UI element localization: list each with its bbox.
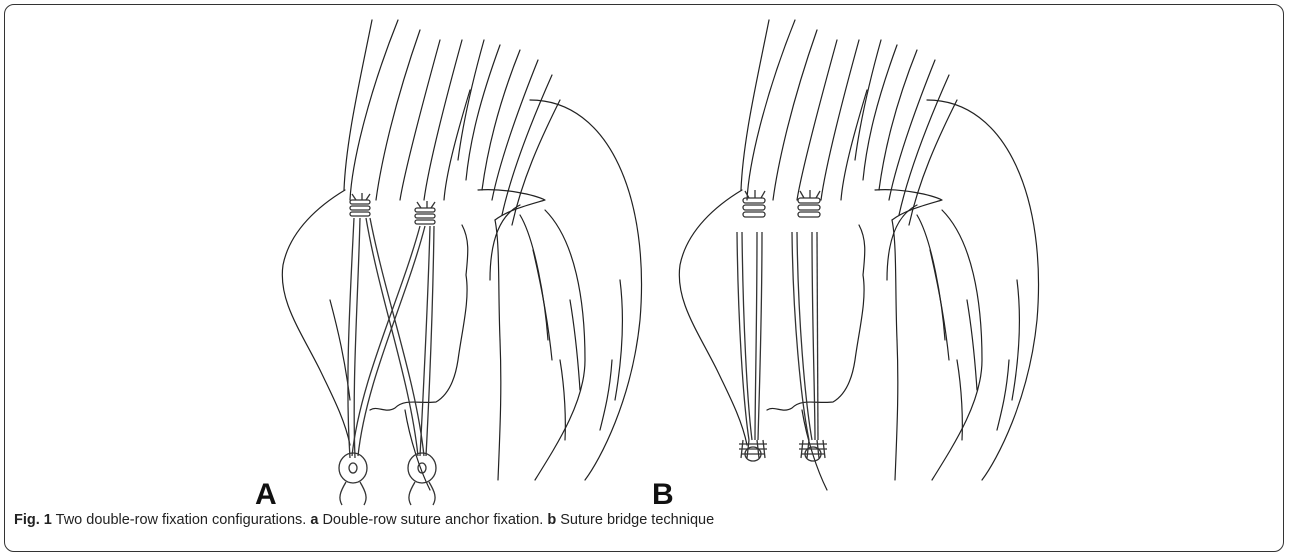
panel-a-drawing: [282, 20, 641, 505]
panel-label-b: B: [652, 480, 674, 510]
lateral-anchor-a2: [408, 453, 436, 505]
bone-inner-a: [535, 210, 585, 480]
tendon-edge-a: [370, 225, 468, 410]
lateral-anchor-b1: [739, 440, 767, 461]
panel-b-drawing: [679, 20, 1038, 490]
humeral-head-a: [530, 100, 642, 480]
tuberosity-top-a: [478, 190, 545, 220]
medial-knot-b1: [743, 190, 765, 217]
caption-b-text: Suture bridge technique: [556, 512, 714, 528]
caption-a-text: Double-row suture anchor fixation.: [318, 512, 547, 528]
caption-text: Two double-row fixation configurations.: [52, 512, 310, 528]
figure-illustration: [0, 0, 1290, 510]
lateral-anchor-b2: [799, 440, 827, 461]
lateral-anchor-a1: [339, 453, 367, 505]
caption-fig-label: Fig. 1: [14, 512, 52, 528]
figure-caption: Fig. 1 Two double-row fixation configura…: [14, 512, 1274, 528]
caption-b-label: b: [547, 512, 556, 528]
tuberosity-left-a: [282, 190, 350, 445]
suture-strands-a: [348, 218, 434, 458]
humeral-head-b: [927, 100, 1039, 480]
medial-anchor-a2: [415, 201, 435, 224]
medial-anchor-a1: [350, 193, 370, 216]
medial-knot-b2: [798, 190, 820, 217]
panel-label-a: A: [255, 480, 277, 510]
